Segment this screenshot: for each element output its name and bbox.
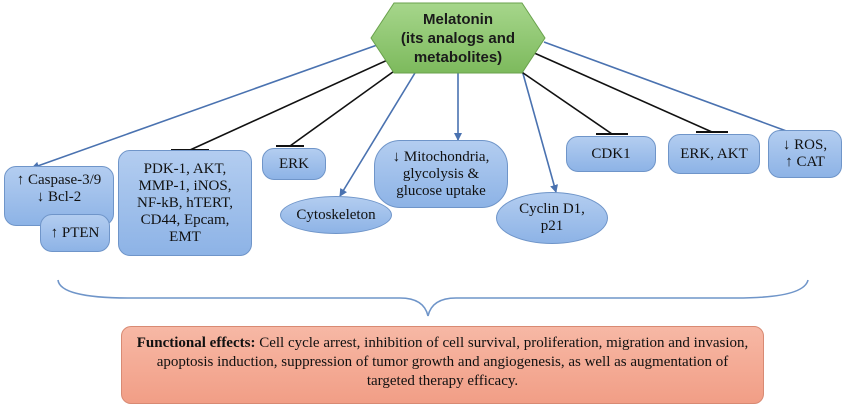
inhibit-line-erk [289,63,405,147]
functional-effects-heading: Functional effects: [136,335,256,351]
inhibit-line-erk-akt [531,51,713,133]
node-cdk1: CDK1 [566,136,656,172]
node-pten: ↑ PTEN [40,214,110,252]
node-mitochondria: ↓ Mitochondria, glycolysis & glucose upt… [374,140,508,208]
inhibit-line-cdk1 [509,63,613,135]
functional-effects-box: Functional effects: Cell cycle arrest, i… [121,326,764,404]
melatonin-label: Melatonin (its analogs and metabolites) [400,10,516,66]
node-cyclin: Cyclin D1, p21 [496,192,608,244]
node-erk-akt: ERK, AKT [668,134,760,174]
arrow-to-cyclin [521,69,558,193]
curly-brace [57,279,809,317]
node-pdk: PDK-1, AKT, MMP-1, iNOS, NF-kB, hTERT, C… [118,150,252,256]
arrow-to-caspase [31,43,381,170]
functional-effects-text: Cell cycle arrest, inhibition of cell su… [156,335,749,389]
arrow-to-ros [543,41,801,138]
melatonin-node: Melatonin (its analogs and metabolites) [370,2,546,74]
inhibit-line-pdk [189,57,393,151]
hexagon-shape [370,2,546,74]
node-cytoskeleton: Cytoskeleton [280,196,392,234]
arrow-to-cytoskeleton [339,67,419,197]
node-erk: ERK [262,148,326,180]
node-ros: ↓ ROS, ↑ CAT [768,130,842,178]
